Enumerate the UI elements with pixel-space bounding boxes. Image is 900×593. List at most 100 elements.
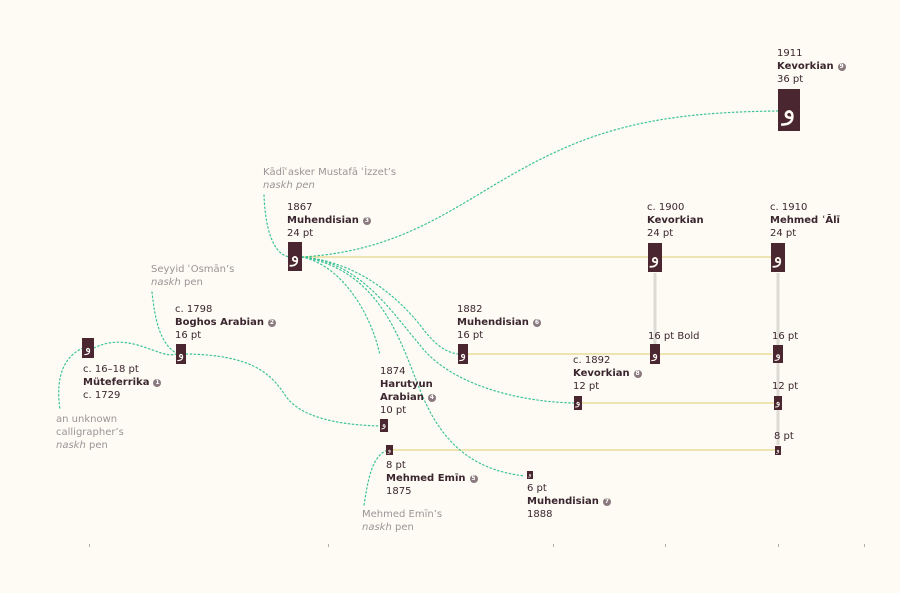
muh1867-year: 1867 [287, 202, 313, 213]
muh1888-year: 1888 [527, 509, 553, 520]
label-kev1900: c. 1900 Kevorkian 24 pt [647, 201, 704, 240]
mut-name: Müteferrika [83, 377, 150, 388]
source-kadi: Kādīʿasker Mustafā ʿİzzet’s naskh pen [263, 166, 396, 192]
kev1900-size: 24 pt [647, 228, 674, 239]
link-osman-to-boghos [151, 291, 179, 355]
link-kadi-to-muh1867 [263, 194, 291, 258]
muh1882-year: 1882 [457, 304, 483, 315]
source-unknown: an unknown calligrapher’s naskh pen [56, 413, 124, 452]
link-muh1867-to-muh1888 [301, 256, 526, 477]
glyph-boghos: و [176, 344, 186, 364]
glyph-muh1888: و [527, 471, 533, 479]
timeline-tick [553, 544, 554, 547]
glyph-ali-12: و [774, 396, 782, 410]
kev1911-name: Kevorkian [777, 61, 834, 72]
osman-rest: pen [180, 277, 203, 288]
glyph-harutyun: و [380, 419, 388, 432]
label-ali-12: 12 pt [772, 381, 799, 392]
label-ali-16: 16 pt [772, 331, 799, 342]
unknown-line2: calligrapher’s [56, 427, 124, 438]
label-ali: c. 1910 Mehmed ʿĀlī 24 pt [770, 201, 840, 240]
emin-size: 8 pt [386, 460, 406, 471]
link-eminpen-to-emin [363, 449, 389, 506]
ali-name: Mehmed ʿĀlī [770, 215, 840, 226]
glyph-ali-16: و [773, 345, 783, 363]
kev1892-name: Kevorkian [573, 368, 630, 379]
muh1882-name: Muhendisian [457, 317, 529, 328]
boghos-year: c. 1798 [175, 304, 213, 315]
link-muh1867-to-muh1882 [301, 256, 459, 355]
source-osman: Seyyid ʿOsmān’s naskh pen [151, 263, 234, 289]
emin-year: 1875 [386, 486, 412, 497]
harutyun-name1: Harutyun [380, 379, 433, 390]
timeline-tick [89, 544, 90, 547]
link-muh1867-to-kev1911 [301, 110, 779, 258]
badge-4: 4 [427, 394, 436, 402]
ali-size: 24 pt [770, 228, 797, 239]
kadi-italic: naskh pen [263, 180, 315, 191]
glyph-emin: و [386, 445, 393, 455]
glyph-muh1867: و [288, 242, 302, 271]
label-ali-8: 8 pt [774, 431, 794, 442]
kev1911-size: 36 pt [777, 74, 804, 85]
timeline-tick [778, 544, 779, 547]
kev1892-size: 12 pt [573, 381, 600, 392]
kev1900-year: c. 1900 [647, 202, 685, 213]
link-unknown-to-mut [58, 347, 84, 411]
glyph-kev1892: و [574, 396, 582, 410]
unknown-italic: naskh [56, 440, 86, 451]
unknown-line1: an unknown [56, 414, 118, 425]
boghos-name: Boghos Arabian [175, 317, 264, 328]
kadi-line1: Kādīʿasker Mustafā ʿİzzet’s [263, 167, 397, 178]
badge-3: 3 [362, 217, 371, 225]
glyph-kev1911: و [778, 89, 800, 131]
ali-year: c. 1910 [770, 202, 808, 213]
link-muh1867-to-harutyun [301, 256, 381, 356]
glyph-muteferrika: و [82, 338, 94, 358]
harutyun-name2: Arabian [380, 392, 424, 403]
kev1911-year: 1911 [777, 48, 803, 59]
osman-italic: naskh [151, 277, 181, 288]
glyph-ali-8: و [775, 446, 781, 455]
source-emin: Mehmed Emīn’s naskh pen [362, 508, 442, 534]
eminpen-rest: pen [391, 522, 414, 533]
kev1900-name: Kevorkian [647, 215, 704, 226]
kev1892-year: c. 1892 [573, 355, 611, 366]
badge-5: 5 [469, 475, 478, 483]
emin-name: Mehmed Emīn [386, 473, 466, 484]
unknown-rest: pen [85, 440, 108, 451]
badge-8: 8 [633, 370, 642, 378]
muh1888-size: 6 pt [527, 483, 547, 494]
glyph-muh1882: و [458, 344, 468, 364]
link-muh1867-to-kev1892 [301, 256, 575, 404]
muh1882-size: 16 pt [457, 330, 484, 341]
link-boghos-to-harutyun [185, 353, 381, 427]
mut-size: c. 16–18 pt [83, 364, 139, 375]
glyph-kev1900-24: و [648, 243, 662, 272]
badge-1: 1 [153, 379, 162, 387]
badge-2: 2 [267, 319, 276, 327]
label-kev1900-bold: 16 pt Bold [648, 331, 700, 342]
muh1888-name: Muhendisian [527, 496, 599, 507]
badge-9: 9 [837, 63, 846, 71]
glyph-ali-24: و [771, 243, 785, 272]
harutyun-year: 1874 [380, 366, 406, 377]
mut-year: c. 1729 [83, 390, 121, 401]
timeline-tick [328, 544, 329, 547]
timeline-tick [665, 544, 666, 547]
badge-6: 6 [532, 319, 541, 327]
boghos-size: 16 pt [175, 330, 202, 341]
muh1867-size: 24 pt [287, 228, 314, 239]
link-mut-to-boghos [93, 341, 177, 356]
timeline-tick [864, 544, 865, 547]
eminpen-line1: Mehmed Emīn’s [362, 509, 443, 520]
